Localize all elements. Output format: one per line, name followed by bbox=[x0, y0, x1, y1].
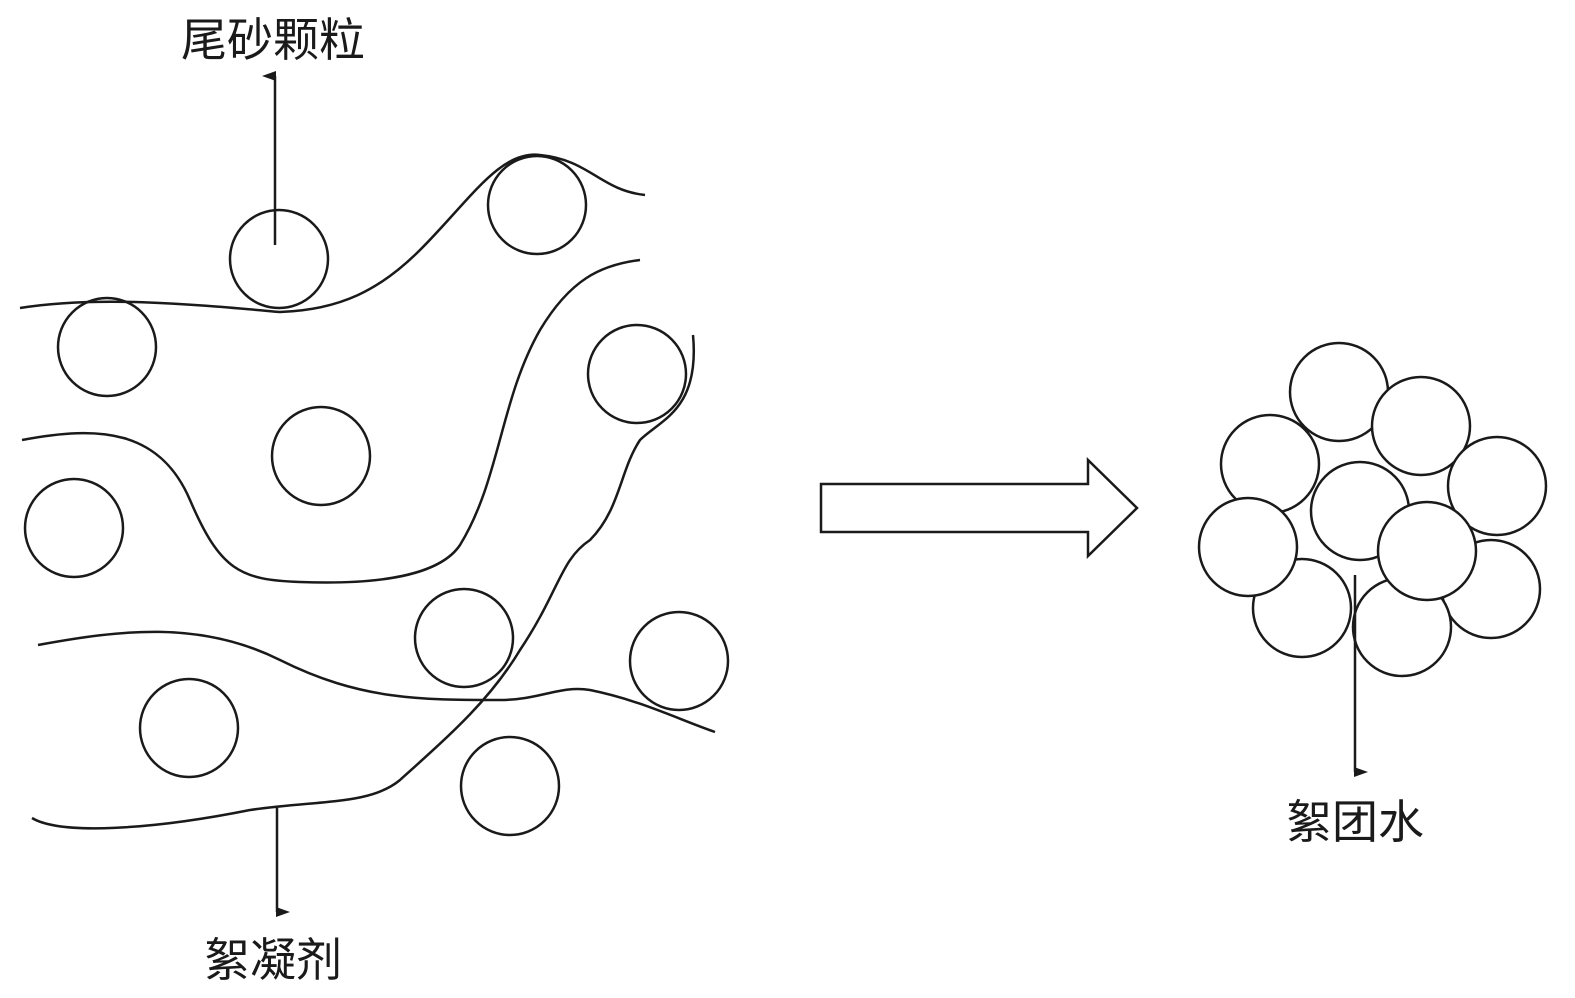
particle bbox=[1370, 375, 1472, 477]
particle bbox=[1376, 500, 1478, 602]
particle bbox=[228, 208, 330, 310]
label-flocculant: 絮凝剂 bbox=[204, 933, 342, 987]
particle bbox=[138, 677, 240, 779]
particle bbox=[56, 296, 158, 398]
particle bbox=[628, 610, 730, 712]
floc-cluster bbox=[1197, 341, 1548, 678]
process-arrow-icon bbox=[819, 457, 1139, 559]
polymer-chain bbox=[37, 630, 716, 734]
tailings-particles bbox=[23, 154, 730, 837]
particle bbox=[586, 323, 688, 425]
polymer-chains bbox=[19, 153, 716, 830]
polymer-chain bbox=[31, 334, 696, 830]
label-floc-water: 絮团水 bbox=[1286, 795, 1424, 849]
particle bbox=[486, 154, 588, 256]
particle bbox=[270, 405, 372, 507]
particle bbox=[1446, 435, 1548, 537]
particle bbox=[459, 735, 561, 837]
polymer-chain bbox=[21, 258, 641, 584]
polymer-chain bbox=[19, 153, 646, 314]
particle bbox=[1197, 496, 1299, 598]
particle bbox=[413, 587, 515, 689]
label-tailings-particle: 尾砂颗粒 bbox=[181, 13, 365, 67]
particle bbox=[23, 477, 125, 579]
